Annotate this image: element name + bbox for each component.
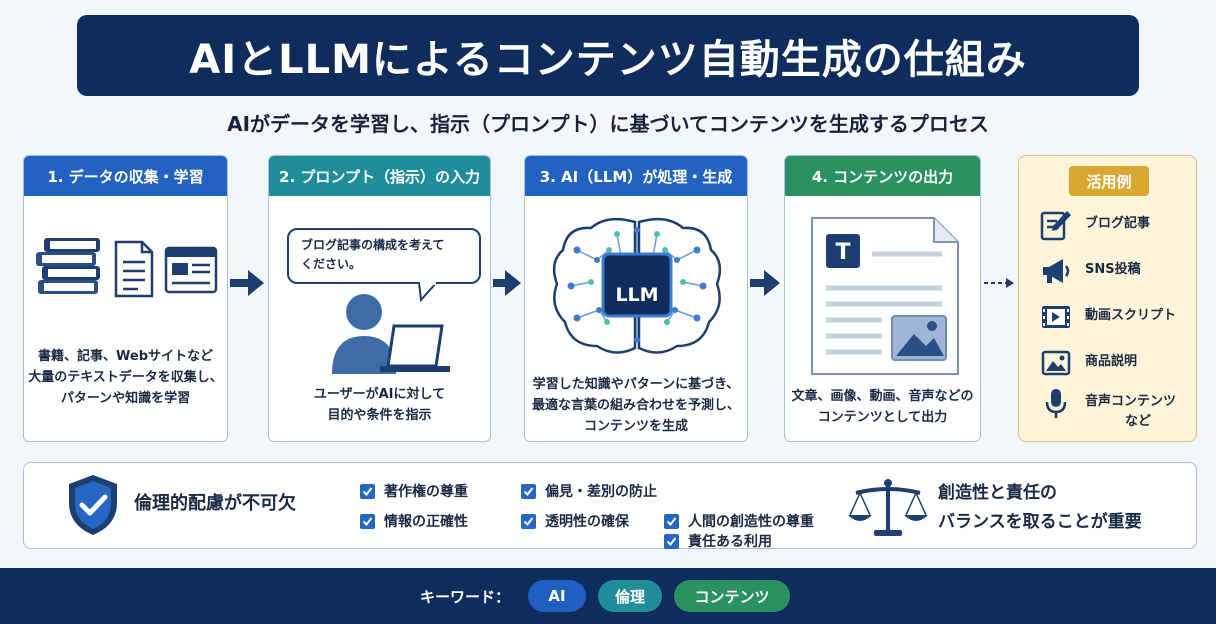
example-item-video: 動画スクリプト bbox=[1039, 300, 1176, 334]
example-item-sns: SNS投稿 bbox=[1039, 254, 1141, 288]
arrow-icon bbox=[230, 270, 264, 296]
checkbox-icon bbox=[360, 483, 375, 499]
dashed-arrow-icon bbox=[984, 278, 1014, 288]
step-header-4: 4. コンテンツの出力 bbox=[785, 156, 980, 196]
prompt-bubble: ブログ記事の構成を考えて ください。 bbox=[287, 228, 481, 284]
example-item-audio: 音声コンテンツ など bbox=[1039, 386, 1176, 432]
arrow-icon bbox=[493, 270, 521, 296]
step-header-3: 3. AI（LLM）が処理・生成 bbox=[525, 156, 747, 196]
document-icon bbox=[114, 240, 154, 298]
page-title: AIとLLMによるコンテンツ自動生成の仕組み bbox=[189, 36, 1027, 83]
output-document-icon bbox=[811, 217, 959, 375]
keyword-pill-ai: AI bbox=[528, 580, 586, 612]
checkbox-icon bbox=[664, 513, 679, 529]
microphone-icon bbox=[1045, 389, 1067, 418]
step-card-4: 4. コンテンツの出力 T 文章、画像、動画、音声などの コンテンツとして出力 bbox=[784, 155, 981, 442]
checkbox-icon bbox=[521, 483, 536, 499]
bubble-tail-icon bbox=[417, 282, 439, 302]
pen-document-icon bbox=[1040, 211, 1071, 241]
checkbox-icon bbox=[664, 533, 679, 549]
film-icon bbox=[1042, 306, 1070, 328]
step-header-2: 2. プロンプト（指示）の入力 bbox=[269, 156, 490, 196]
arrow-icon bbox=[750, 270, 780, 296]
keywords-footer: キーワード： AI 倫理 コンテンツ bbox=[0, 568, 1216, 624]
ethics-heading: 倫理的配慮が不可欠 bbox=[134, 493, 296, 514]
example-item-product: 商品説明 bbox=[1039, 346, 1137, 380]
page-subtitle: AIがデータを学習し、指示（プロンプト）に基づいてコンテンツを生成するプロセス bbox=[227, 112, 989, 136]
data-sources-illustration bbox=[36, 238, 218, 298]
title-banner: AIとLLMによるコンテンツ自動生成の仕組み bbox=[77, 15, 1139, 96]
example-item-blog: ブログ記事 bbox=[1039, 208, 1150, 242]
keywords-label: キーワード： bbox=[419, 587, 510, 606]
keyword-pill-content: コンテンツ bbox=[674, 580, 790, 612]
brain-network-icon bbox=[552, 217, 722, 354]
step-desc-2: ユーザーがAIに対して 目的や条件を指示 bbox=[313, 387, 446, 423]
step-header-1: 1. データの収集・学習 bbox=[24, 156, 227, 196]
balance-message: 創造性と責任の バランスを取ることが重要 bbox=[938, 483, 1142, 532]
check-item: 責任ある利用 bbox=[664, 531, 772, 551]
image-icon bbox=[1041, 350, 1071, 376]
examples-panel: 活用例 ブログ記事 SNS投稿 動画スクリプト bbox=[1018, 155, 1197, 442]
step-card-1: 1. データの収集・学習 書籍、記 bbox=[23, 155, 228, 442]
step-desc-1: 書籍、記事、Webサイトなど 大量のテキストデータを収集し、 パターンや知識を学… bbox=[28, 349, 223, 406]
check-item: 透明性の確保 bbox=[521, 511, 629, 531]
megaphone-icon bbox=[1043, 259, 1070, 283]
balance-scale-icon bbox=[848, 479, 928, 536]
checkbox-icon bbox=[521, 513, 536, 529]
shield-check-icon bbox=[69, 475, 117, 535]
step-desc-4: 文章、画像、動画、音声などの コンテンツとして出力 bbox=[791, 389, 974, 425]
examples-badge: 活用例 bbox=[1069, 166, 1149, 196]
webpage-icon bbox=[164, 246, 218, 294]
step-card-2: 2. プロンプト（指示）の入力 ブログ記事の構成を考えて ください。 ユーザーが… bbox=[268, 155, 491, 442]
doc-letter-label: T bbox=[835, 240, 851, 265]
check-item: 偏見・差別の防止 bbox=[521, 481, 657, 501]
books-icon bbox=[36, 238, 100, 294]
ethics-panel: 倫理的配慮が不可欠 著作権の尊重 情報の正確性 偏見・差別の防止 透明性の確保 … bbox=[23, 462, 1197, 551]
checkbox-icon bbox=[360, 513, 375, 529]
step-card-3: 3. AI（LLM）が処理・生成 LLM 学習した知識やパターンに基づき、 最適… bbox=[524, 155, 748, 442]
user-laptop-icon bbox=[332, 294, 450, 374]
llm-chip-label: LLM bbox=[615, 284, 659, 306]
step-desc-3: 学習した知識やパターンに基づき、 最適な言葉の組み合わせを予測し、 コンテンツを… bbox=[531, 377, 740, 434]
keyword-pill-ethics: 倫理 bbox=[598, 580, 662, 612]
check-item: 人間の創造性の尊重 bbox=[664, 511, 814, 531]
check-item: 著作権の尊重 bbox=[360, 481, 468, 501]
check-item: 情報の正確性 bbox=[360, 511, 468, 531]
